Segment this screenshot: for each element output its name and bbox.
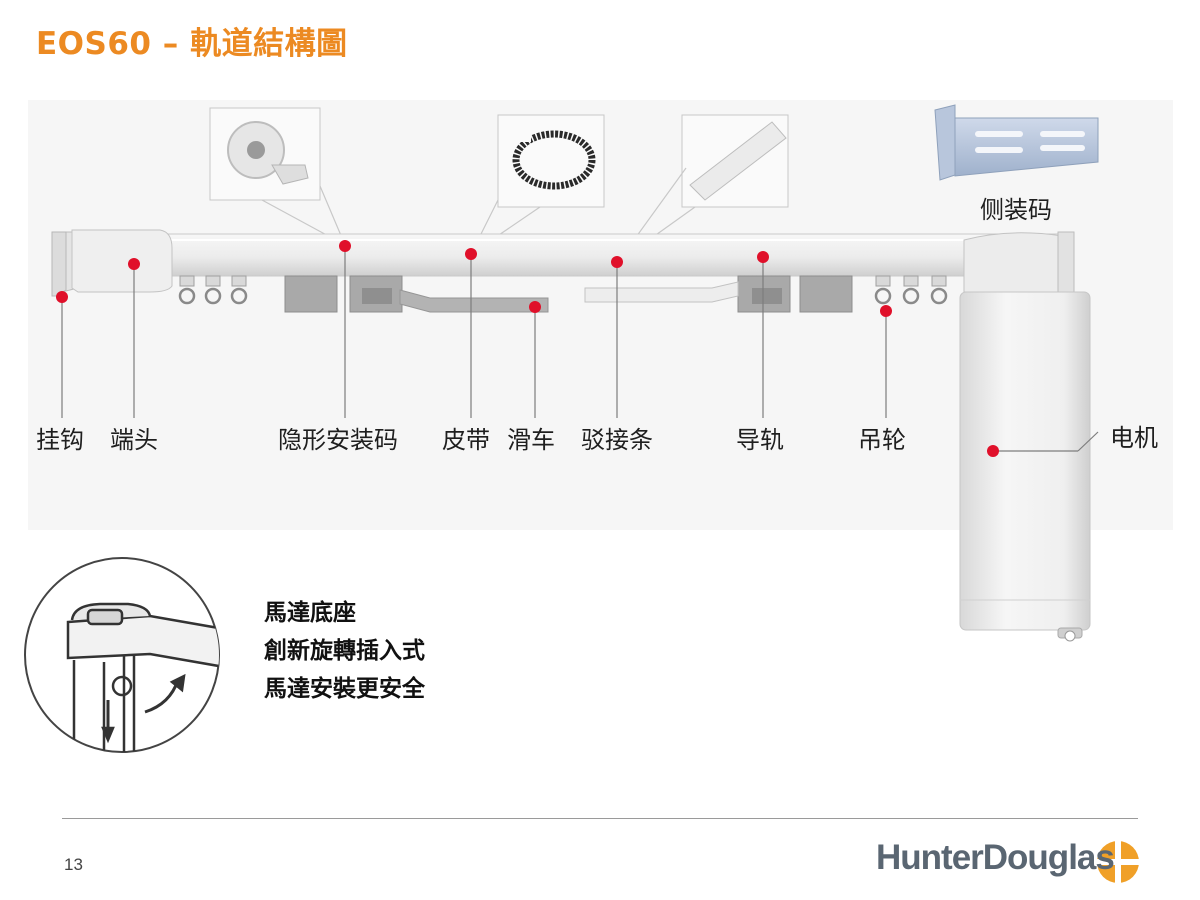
markers bbox=[56, 240, 999, 457]
gliders-right bbox=[874, 275, 948, 305]
marker-motor bbox=[987, 445, 999, 457]
marker-hidden-bracket bbox=[339, 240, 351, 252]
label-belt: 皮带 bbox=[442, 426, 490, 454]
marker-glider bbox=[880, 305, 892, 317]
feature-line-2: 創新旋轉插入式 bbox=[264, 638, 425, 664]
hunter-douglas-logo-icon bbox=[1097, 841, 1139, 883]
marker-connector bbox=[611, 256, 623, 268]
marker-belt bbox=[465, 248, 477, 260]
label-leaders bbox=[61, 246, 1099, 452]
feature-line-1: 馬達底座 bbox=[264, 600, 356, 626]
callout-belt bbox=[497, 114, 605, 208]
label-glider: 吊轮 bbox=[858, 426, 906, 454]
label-hidden-bracket: 隐形安装码 bbox=[278, 426, 398, 454]
end-cap bbox=[51, 229, 173, 297]
label-connector: 驳接条 bbox=[581, 426, 653, 454]
marker-end-cap bbox=[128, 258, 140, 270]
motor bbox=[959, 231, 1091, 642]
label-hook: 挂钩 bbox=[36, 426, 84, 454]
label-carriage: 滑车 bbox=[507, 426, 555, 454]
marker-hook bbox=[56, 291, 68, 303]
footer-divider bbox=[62, 818, 1138, 819]
slide-title: EOS60 – 軌道結構圖 bbox=[36, 26, 348, 62]
callout-connector bbox=[681, 114, 789, 208]
callout-end-wheel bbox=[209, 107, 321, 201]
marker-carriage bbox=[529, 301, 541, 313]
label-side-bracket: 侧装码 bbox=[980, 196, 1052, 224]
rail bbox=[69, 233, 1071, 277]
marker-rail bbox=[757, 251, 769, 263]
label-end-cap: 端头 bbox=[110, 426, 158, 454]
label-motor: 电机 bbox=[1110, 424, 1158, 452]
hidden-brackets bbox=[284, 275, 853, 313]
feature-line-3: 馬達安裝更安全 bbox=[264, 676, 425, 702]
label-rail: 导轨 bbox=[736, 426, 784, 454]
carriage-arms bbox=[399, 281, 739, 313]
motor-base-inset bbox=[24, 557, 220, 753]
side-bracket bbox=[934, 104, 1099, 181]
brand-name: HunterDouglas bbox=[876, 838, 1115, 877]
gliders-left bbox=[178, 275, 248, 305]
motor-base-feature-text: 馬達底座 創新旋轉插入式 馬達安裝更安全 bbox=[264, 594, 425, 708]
page-number: 13 bbox=[64, 855, 83, 874]
